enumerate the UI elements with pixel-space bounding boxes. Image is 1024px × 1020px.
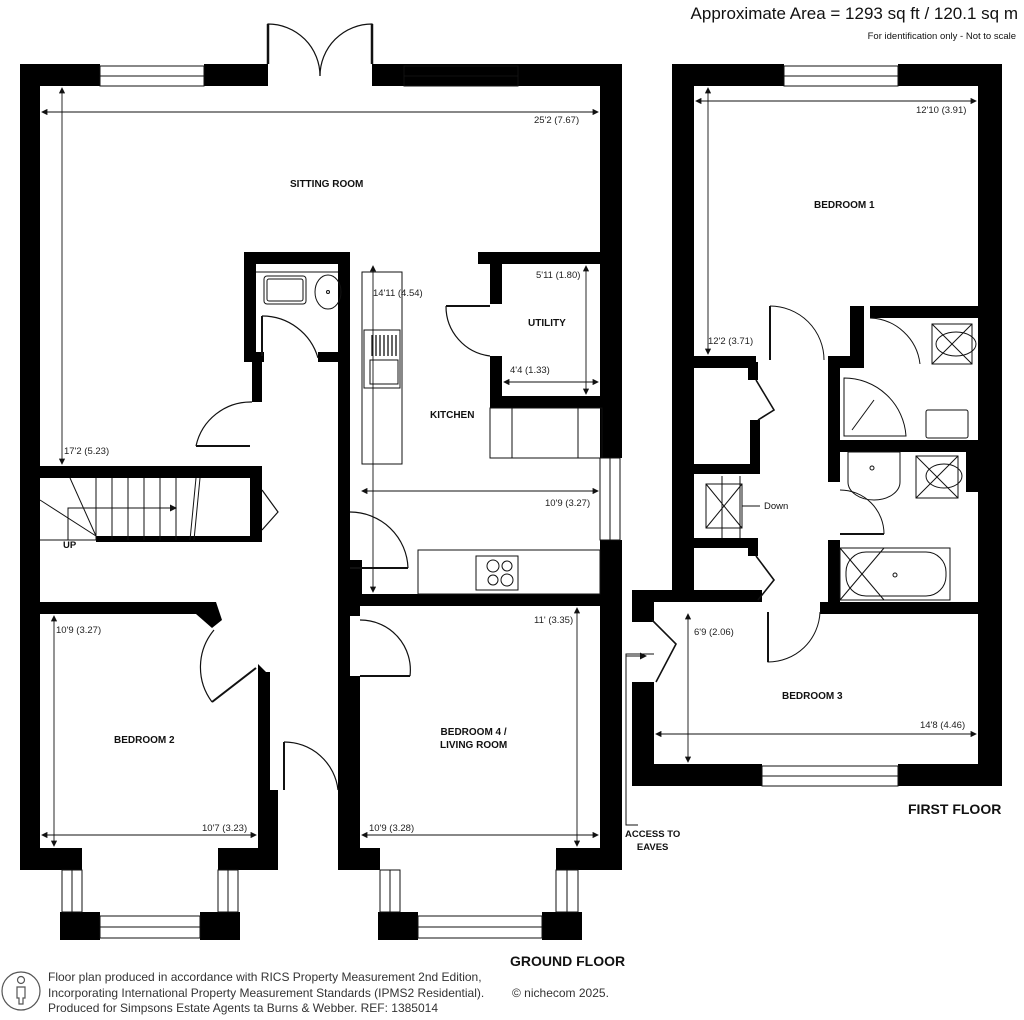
approximate-area-title: Approximate Area = 1293 sq ft / 120.1 sq… bbox=[690, 4, 1018, 23]
dim-sitting-room-depth: 17'2 (5.23) bbox=[64, 446, 110, 457]
dim-bedroom-4-depth: 11' (3.35) bbox=[534, 615, 574, 626]
ground-floor-windows bbox=[61, 65, 621, 939]
eaves-line-2: EAVES bbox=[636, 842, 669, 853]
access-to-eaves-label: ACCESS TO EAVES bbox=[625, 828, 680, 854]
first-floor-fittings bbox=[625, 305, 977, 826]
dim-bedroom-4-width: 10'9 (3.28) bbox=[369, 823, 415, 834]
room-label-line-2: LIVING ROOM bbox=[440, 740, 508, 751]
dim-kitchen-depth: 14'11 (4.54) bbox=[373, 288, 423, 299]
dim-bedroom-3-width: 14'8 (4.46) bbox=[920, 720, 966, 731]
first-floor-walls bbox=[632, 64, 1002, 786]
dim-utility-depth: 5'11 (1.80) bbox=[536, 270, 581, 281]
ground-floor-dimension-lines bbox=[41, 87, 599, 847]
dim-bedroom-2-width: 10'7 (3.23) bbox=[202, 823, 248, 834]
room-label-bedroom-3: BEDROOM 3 bbox=[782, 691, 843, 702]
dim-kitchen-width: 10'9 (3.27) bbox=[545, 498, 591, 509]
first-floor-dimension-lines bbox=[655, 87, 977, 763]
dim-bedroom-1-depth: 12'2 (3.71) bbox=[708, 336, 754, 347]
dim-sitting-room-width: 25'2 (7.67) bbox=[534, 115, 580, 126]
footer-line-2: Incorporating International Property Mea… bbox=[48, 985, 485, 1000]
dim-bedroom-2-depth: 10'9 (3.27) bbox=[56, 625, 102, 636]
kitchen-fittings bbox=[256, 271, 603, 595]
room-label-utility: UTILITY bbox=[528, 318, 566, 329]
dim-bedroom-3-depth: 6'9 (2.06) bbox=[694, 627, 734, 638]
door-swings bbox=[195, 23, 491, 791]
identification-note: For identification only - Not to scale bbox=[867, 31, 1016, 42]
dim-bedroom-1-width: 12'10 (3.91) bbox=[916, 105, 967, 116]
stairs-up-label: UP bbox=[63, 540, 77, 551]
copyright-notice: © nichecom 2025. bbox=[512, 986, 609, 1000]
ground-floor-title: GROUND FLOOR bbox=[510, 953, 626, 969]
room-label-bedroom-1: BEDROOM 1 bbox=[814, 200, 875, 211]
room-label-bedroom-2: BEDROOM 2 bbox=[114, 735, 175, 746]
room-label-sitting-room: SITTING ROOM bbox=[290, 179, 364, 190]
ground-floor-walls bbox=[20, 64, 622, 940]
footer-line-1: Floor plan produced in accordance with R… bbox=[48, 970, 482, 984]
dim-utility-width: 4'4 (1.33) bbox=[510, 365, 550, 376]
eaves-line-1: ACCESS TO bbox=[625, 829, 681, 840]
footer-line-3: Produced for Simpsons Estate Agents ta B… bbox=[48, 1001, 438, 1015]
nichecom-logo-icon bbox=[1, 971, 41, 1011]
stairs-down-label: Down bbox=[764, 501, 789, 512]
ground-floor-stairs bbox=[39, 477, 201, 541]
room-label-kitchen: KITCHEN bbox=[430, 410, 475, 421]
first-floor-title: FIRST FLOOR bbox=[908, 801, 1002, 817]
footer-disclaimer: Floor plan produced in accordance with R… bbox=[48, 970, 484, 1017]
room-label-line-1: BEDROOM 4 / bbox=[440, 727, 507, 738]
first-floor-windows bbox=[761, 65, 899, 787]
room-label-bedroom-4-living-room: BEDROOM 4 / LIVING ROOM bbox=[440, 726, 507, 752]
